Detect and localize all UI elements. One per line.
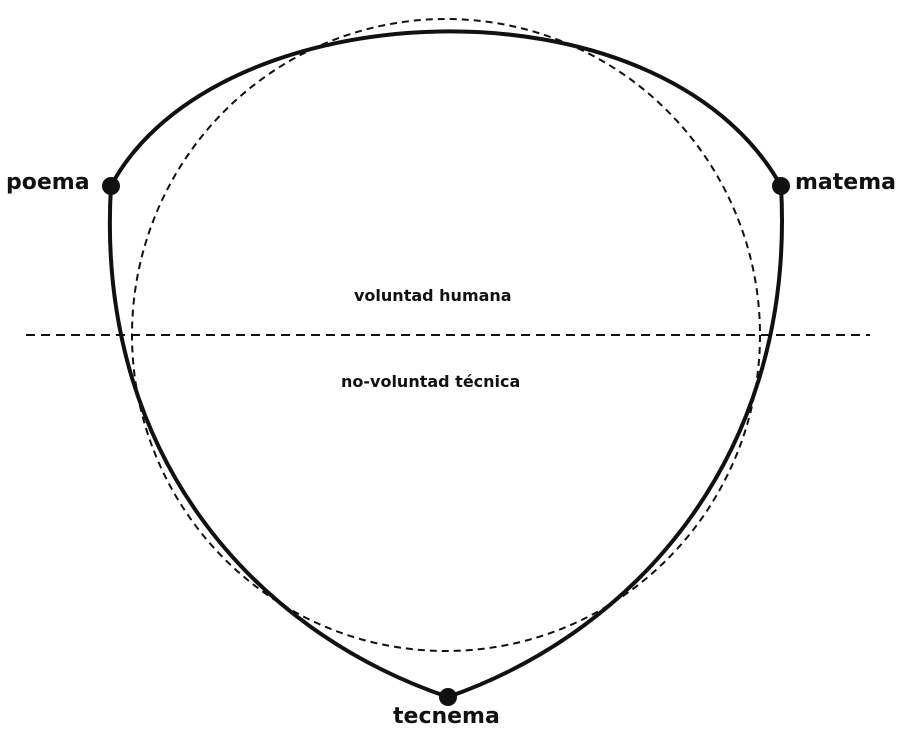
vertex-tecnema-dot: [439, 688, 457, 706]
vertex-matema-dot: [772, 177, 790, 195]
vertex-label-poema: poema: [6, 170, 90, 195]
curved-triangle-outline: [107, 29, 784, 699]
vertex-label-matema: matema: [795, 170, 896, 195]
zone-label-lower: no-voluntad técnica: [341, 372, 521, 391]
vertex-poema-dot: [102, 177, 120, 195]
zone-label-upper: voluntad humana: [354, 286, 512, 305]
vertex-label-tecnema: tecnema: [393, 704, 500, 729]
